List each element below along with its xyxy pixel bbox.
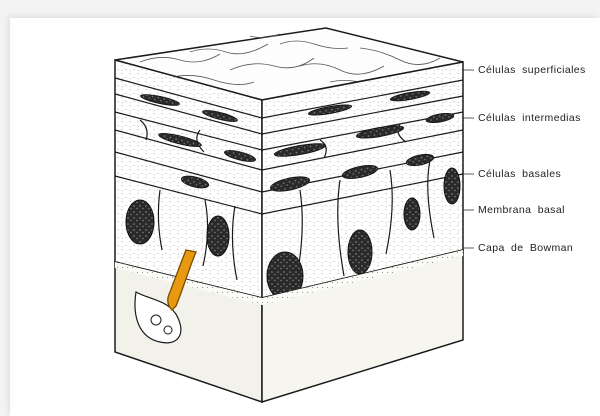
label-bowman-layer: Capa de Bowman — [478, 242, 573, 254]
label-basal-membrane: Membrana basal — [478, 204, 565, 216]
leader-lines — [463, 70, 474, 248]
label-intermediate-cells: Células intermedias — [478, 112, 581, 124]
label-basal-cells: Células basales — [478, 168, 561, 180]
label-superficial-cells: Células superficiales — [478, 64, 586, 76]
